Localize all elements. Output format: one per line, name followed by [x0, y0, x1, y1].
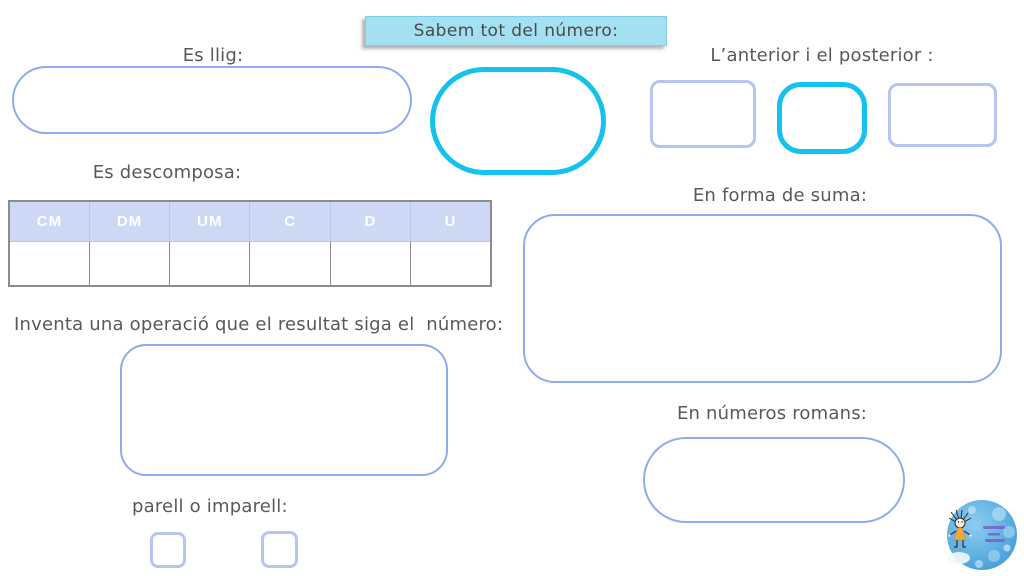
es-llig-answer-box[interactable] — [12, 66, 412, 134]
answer-cell-d[interactable] — [329, 241, 412, 287]
answer-cell-c[interactable] — [249, 241, 331, 287]
numeros-romans-label: En números romans: — [676, 403, 868, 424]
answer-cell-u[interactable] — [410, 241, 492, 287]
title-text: Sabem tot del número: — [413, 21, 619, 41]
posterior-answer-box[interactable] — [888, 83, 997, 147]
romans-answer-box[interactable] — [643, 437, 905, 523]
place-value-header-row: CM DM UM C D U — [8, 200, 492, 242]
number-box-highlight[interactable] — [777, 82, 867, 154]
imparell-checkbox[interactable] — [261, 531, 298, 568]
place-value-table: CM DM UM C D U — [8, 200, 492, 287]
title-banner: Sabem tot del número: — [365, 16, 667, 46]
en-forma-de-suma-label: En forma de suma: — [692, 185, 868, 206]
anterior-answer-box[interactable] — [650, 80, 756, 148]
bubble-girl-logo-icon — [947, 500, 1017, 570]
answer-cell-um[interactable] — [169, 241, 251, 287]
answer-cell-dm[interactable] — [88, 241, 171, 287]
header-cell-um: UM — [169, 200, 251, 242]
anterior-posterior-label: L’anterior i el posterior : — [710, 45, 934, 66]
parell-checkbox[interactable] — [150, 532, 186, 568]
inventa-operacio-label: Inventa una operació que el resultat sig… — [14, 314, 504, 335]
place-value-answer-row — [8, 241, 492, 287]
es-descomposa-label: Es descomposa: — [92, 162, 242, 183]
logo-wordmark — [983, 526, 1005, 542]
header-cell-cm: CM — [8, 200, 90, 242]
operacio-answer-box[interactable] — [120, 344, 448, 476]
header-cell-d: D — [329, 200, 412, 242]
school-logo — [939, 498, 1023, 576]
number-oval[interactable] — [430, 67, 606, 175]
answer-cell-cm[interactable] — [8, 241, 90, 287]
suma-answer-box[interactable] — [523, 214, 1002, 383]
header-cell-dm: DM — [88, 200, 171, 242]
stick-figure-girl-icon — [948, 509, 972, 548]
header-cell-u: U — [410, 200, 492, 242]
es-llig-label: Es llig: — [182, 45, 244, 66]
header-cell-c: C — [249, 200, 331, 242]
parell-imparell-label: parell o imparell: — [132, 496, 288, 517]
